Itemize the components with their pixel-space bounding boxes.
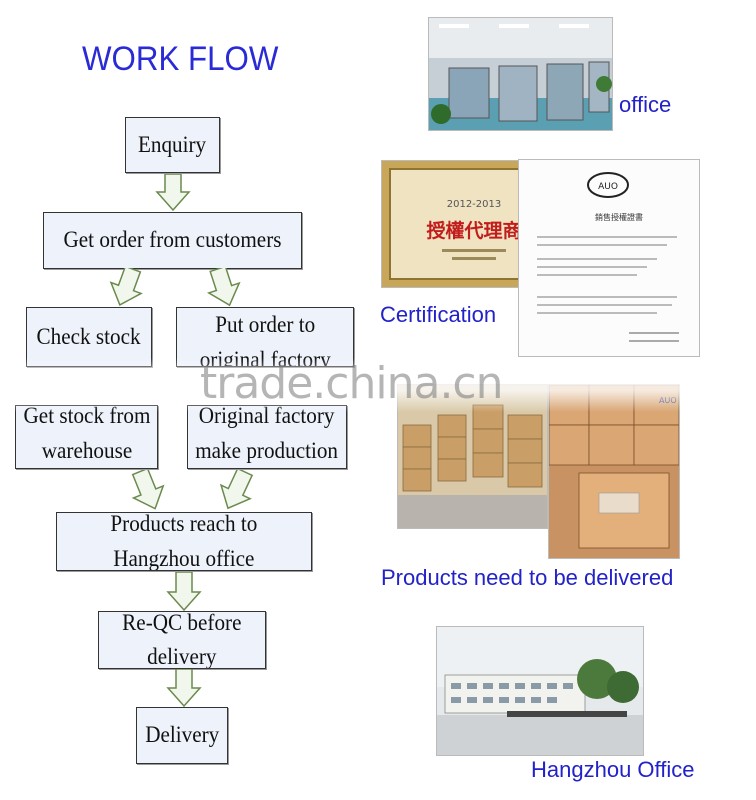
step-check-stock: Check stock <box>26 307 152 367</box>
arrow-down-left-icon <box>219 470 254 510</box>
plaque-title: 授權代理商 <box>426 219 521 242</box>
arrow-down-icon <box>155 174 191 212</box>
step-reqc-line2: delivery <box>147 644 217 669</box>
step-enquiry-label: Enquiry <box>138 131 207 157</box>
plaque-year: 2012-2013 <box>447 199 502 210</box>
arrow-down-left-icon <box>109 268 143 306</box>
step-reqc-line1: Re-QC before <box>122 611 242 635</box>
step-check-stock-label: Check stock <box>36 323 142 349</box>
watermark-band <box>0 358 756 412</box>
step-delivery: Delivery <box>136 707 228 764</box>
hangzhou-caption: Hangzhou Office <box>531 757 695 782</box>
step-factory-production: Original factory make production <box>187 405 347 469</box>
office-photo <box>428 17 613 131</box>
products-caption: Products need to be delivered <box>381 565 674 590</box>
arrow-down-right-icon <box>131 470 165 510</box>
page-title: WORK FLOW <box>82 40 279 78</box>
step-factory-line2: make production <box>195 437 339 463</box>
step-get-order-label: Get order from customers <box>63 227 282 253</box>
step-delivery-label: Delivery <box>144 722 220 748</box>
step-get-stock-line2: warehouse <box>41 437 132 463</box>
step-reach-line1: Products reach to <box>110 512 258 536</box>
arrow-down-right-icon <box>206 268 241 307</box>
step-enquiry: Enquiry <box>125 117 220 173</box>
watermark-text: trade.china.cn <box>200 358 504 409</box>
arrow-down-icon <box>166 669 202 708</box>
step-put-order-line1: Put order to <box>215 312 315 337</box>
office-caption: office <box>619 92 672 117</box>
letter-title: 銷售授權證書 <box>595 212 643 222</box>
step-reqc: Re-QC before delivery <box>98 611 266 669</box>
step-get-order: Get order from customers <box>43 212 302 269</box>
certification-caption: Certification <box>380 302 497 327</box>
step-reach-hangzhou: Products reach to Hangzhou office <box>56 512 312 571</box>
certificate-letter: AUO 銷售授權證書 <box>518 159 700 357</box>
arrow-down-icon <box>166 572 202 612</box>
hangzhou-office-photo <box>436 626 644 756</box>
svg-text:AUO: AUO <box>598 182 618 192</box>
step-reach-line2: Hangzhou office <box>113 545 255 571</box>
step-get-stock: Get stock from warehouse <box>15 405 158 469</box>
